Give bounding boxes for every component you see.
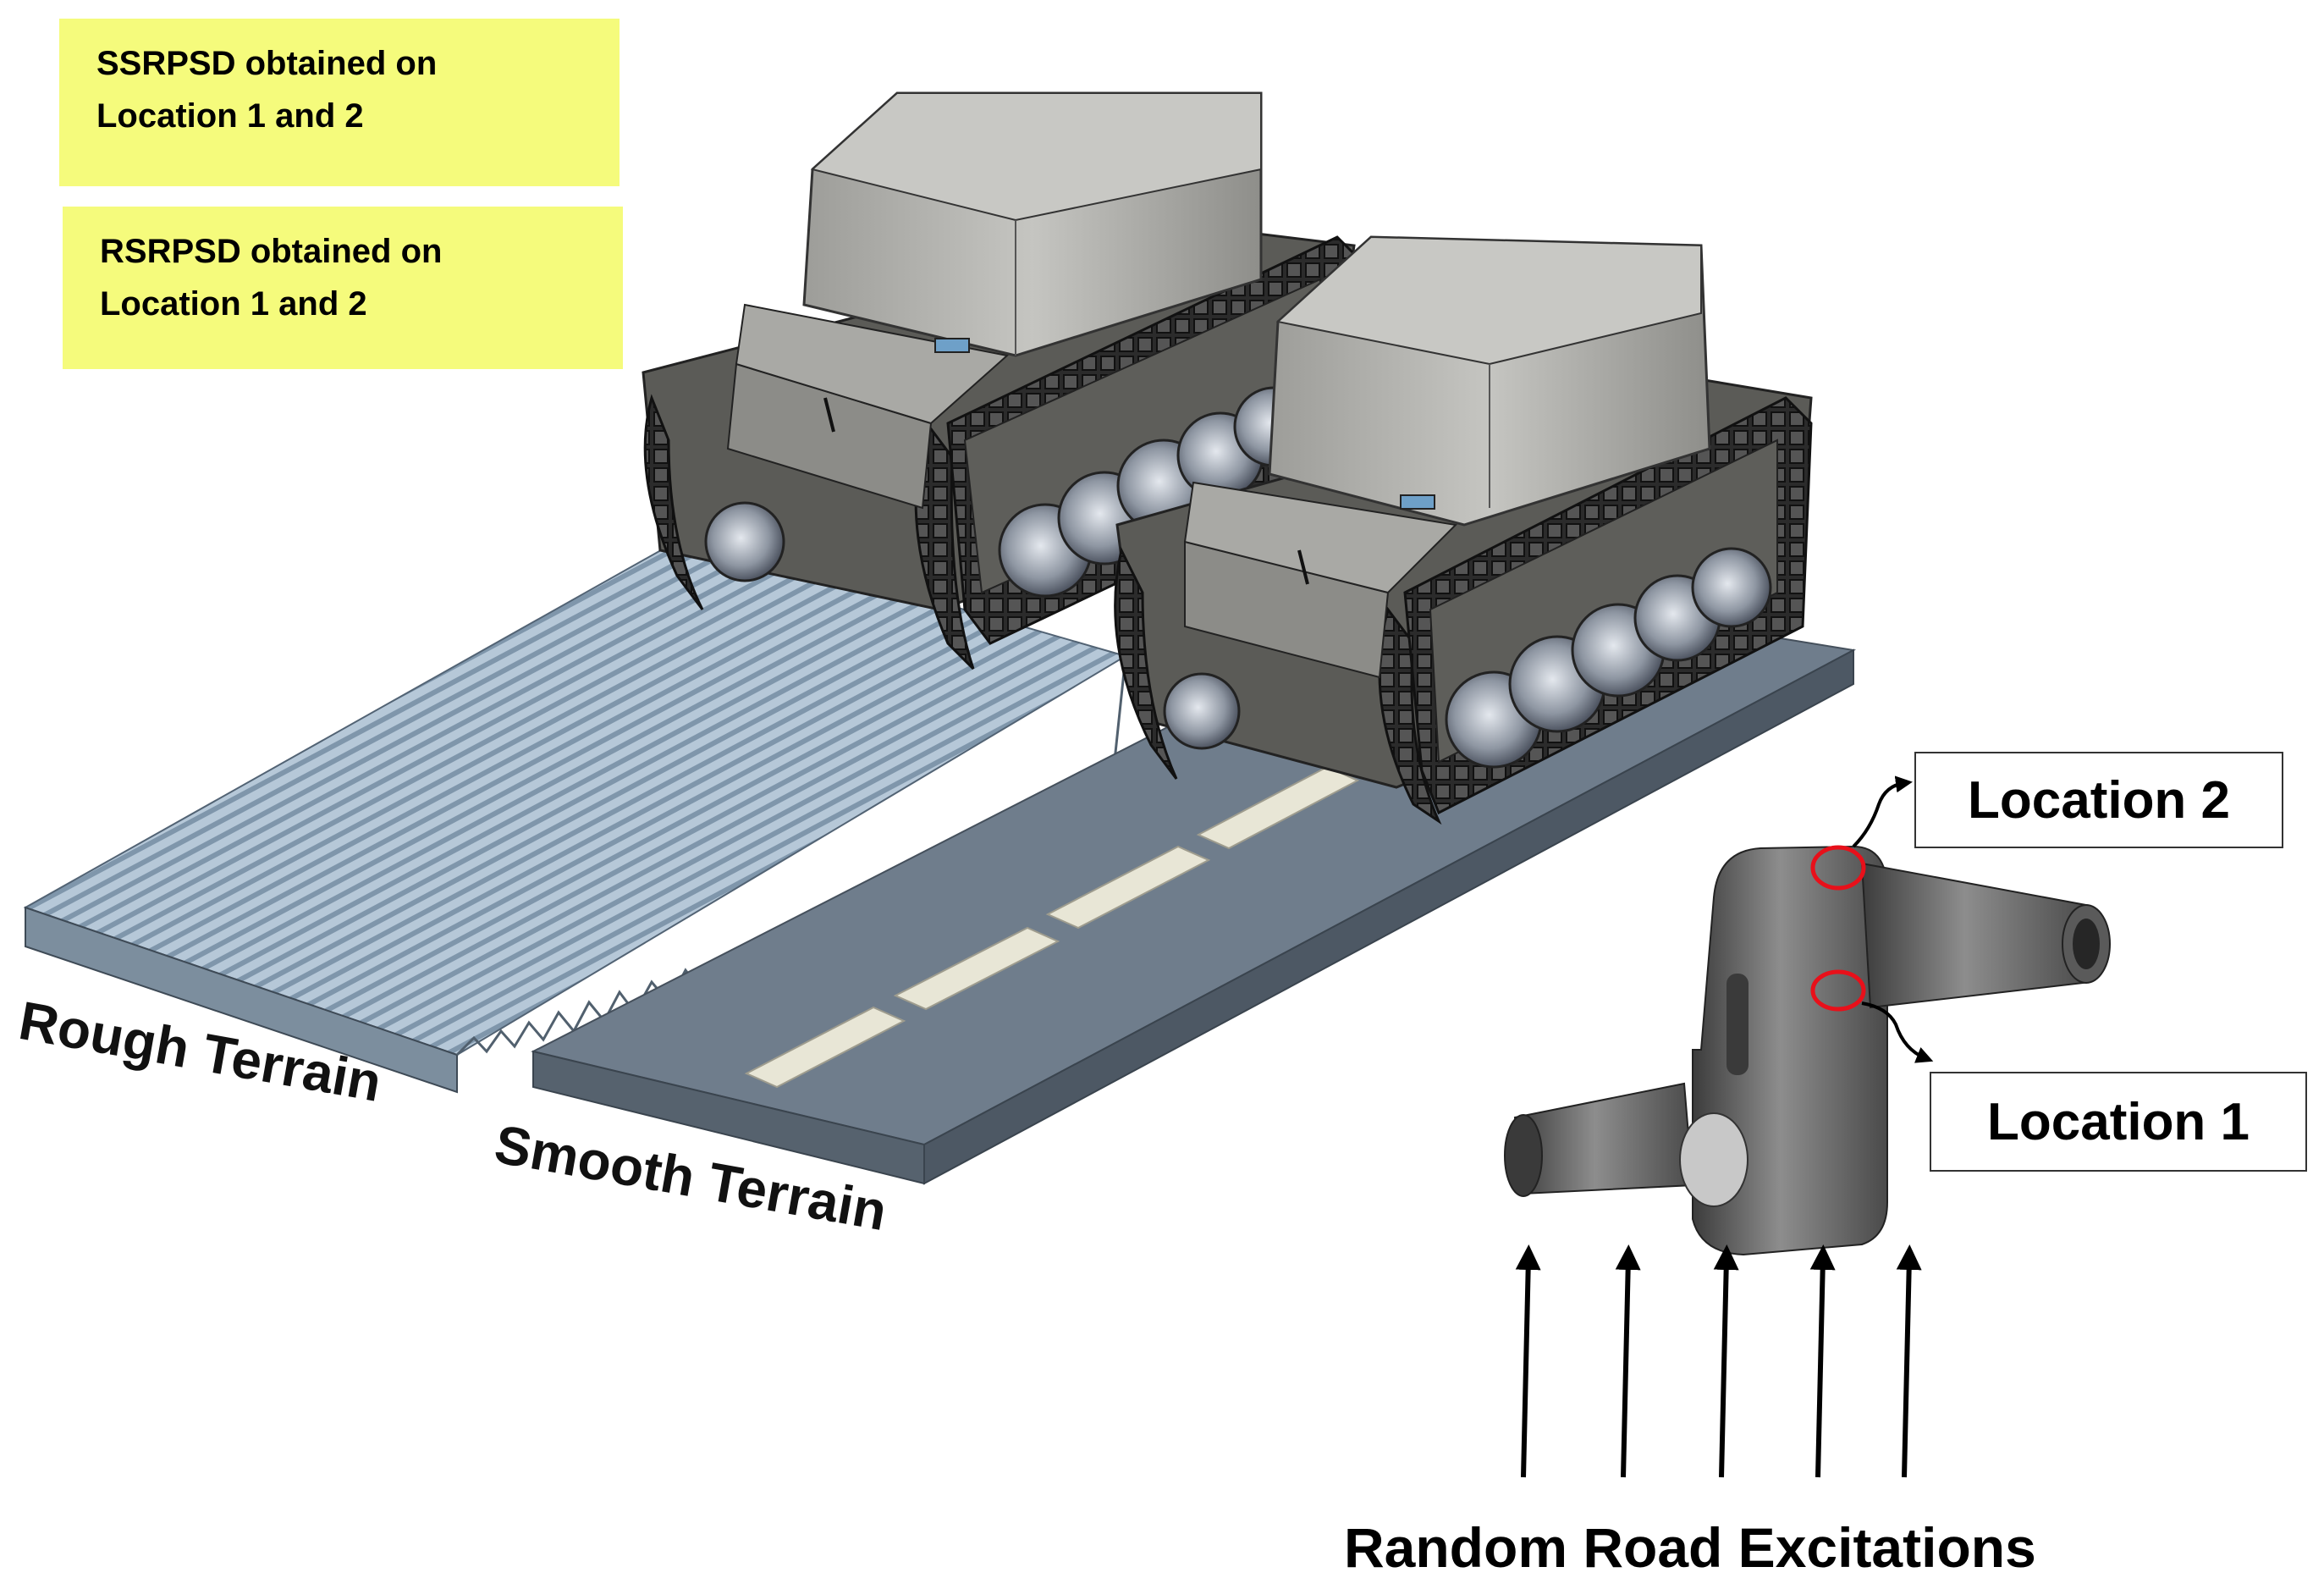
rsrpsd-note-line-1: RSRPSD obtained on xyxy=(100,233,443,270)
ssrpsd-note-line-2: Location 1 and 2 xyxy=(96,97,364,135)
ssrpsd-note-line-1: SSRPSD obtained on xyxy=(96,45,438,82)
excitation-label: Random Road Excitations xyxy=(1344,1516,2036,1579)
road-wheels-smooth xyxy=(1163,547,1772,769)
suspension-arm-part xyxy=(1504,775,2111,1256)
lane-markings xyxy=(744,731,1421,1089)
location-2-label: Location 2 xyxy=(1914,752,2283,848)
location-2-marker xyxy=(1810,845,1866,891)
rsrpsd-note-line-2: Location 1 and 2 xyxy=(100,285,367,323)
tracked-vehicle-smooth xyxy=(1114,235,1813,825)
location-1-label: Location 1 xyxy=(1930,1072,2307,1172)
location-1-pointer xyxy=(1861,1001,1934,1063)
measurement-markers xyxy=(1810,845,1866,1012)
rsrpsd-note: RSRPSD obtained on Location 1 and 2 xyxy=(63,207,623,369)
location-1-marker xyxy=(1810,969,1866,1012)
location-2-pointer xyxy=(1852,775,1913,848)
ssrpsd-note: SSRPSD obtained on Location 1 and 2 xyxy=(59,19,620,186)
excitation-arrows xyxy=(1515,1244,1922,1478)
